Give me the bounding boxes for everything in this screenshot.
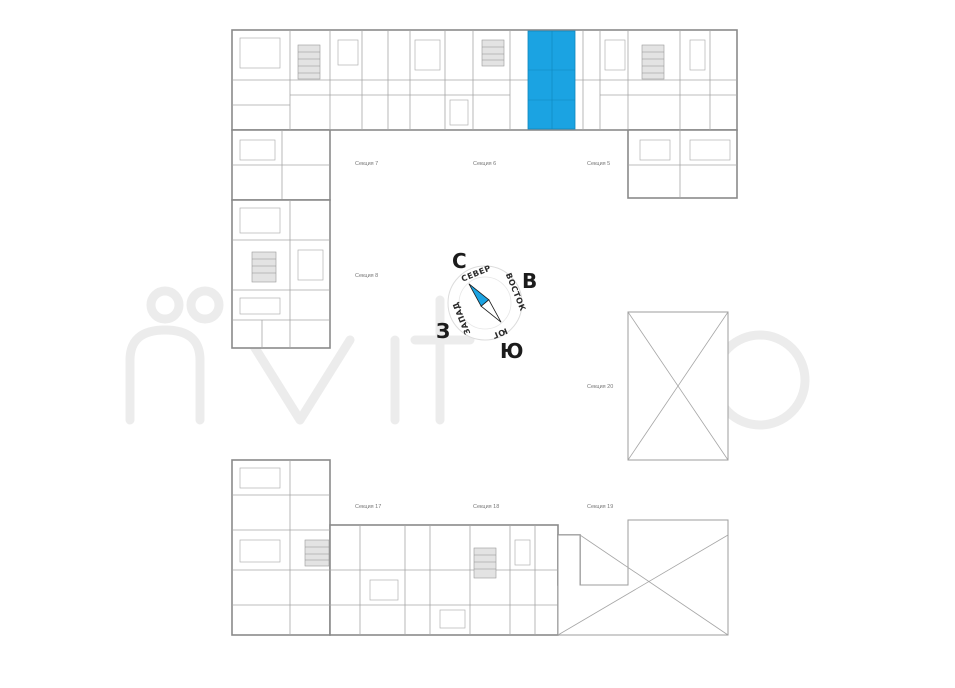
top-wing bbox=[231, 29, 738, 201]
stairwell bbox=[304, 539, 330, 567]
section-label-20: Секция 20 bbox=[587, 384, 613, 390]
section-label-19: Секция 19 bbox=[587, 504, 613, 510]
stairwell bbox=[251, 251, 277, 283]
stairwell bbox=[641, 44, 665, 80]
stairwell bbox=[297, 44, 321, 80]
section-label-7: Секция 7 bbox=[355, 161, 378, 167]
left-wing bbox=[231, 199, 331, 349]
section-label-17: Секция 17 bbox=[355, 504, 381, 510]
section-label-6: Секция 6 bbox=[473, 161, 496, 167]
compass-needle bbox=[468, 283, 502, 323]
avito-watermark bbox=[125, 286, 810, 430]
crossed-block-upper bbox=[627, 311, 729, 461]
section-label-8: Секция 8 bbox=[355, 273, 378, 279]
compass-letter-east: В bbox=[522, 269, 537, 293]
stairwell bbox=[481, 39, 505, 67]
compass-letter-west: З bbox=[436, 319, 450, 343]
top-wing-rooms bbox=[232, 30, 737, 200]
highlighted-apartment[interactable] bbox=[527, 30, 576, 130]
compass-letter-south: Ю bbox=[500, 339, 523, 363]
crossed-block-lower bbox=[557, 519, 729, 636]
section-label-18: Секция 18 bbox=[473, 504, 499, 510]
bottom-wing bbox=[231, 459, 581, 636]
compass: СЕВЕР ВОСТОК ЮГ ЗАПАД С В Ю З bbox=[436, 249, 537, 363]
stairwell bbox=[473, 547, 497, 579]
compass-letter-north: С bbox=[452, 249, 467, 273]
section-label-5: Секция 5 bbox=[587, 161, 610, 167]
